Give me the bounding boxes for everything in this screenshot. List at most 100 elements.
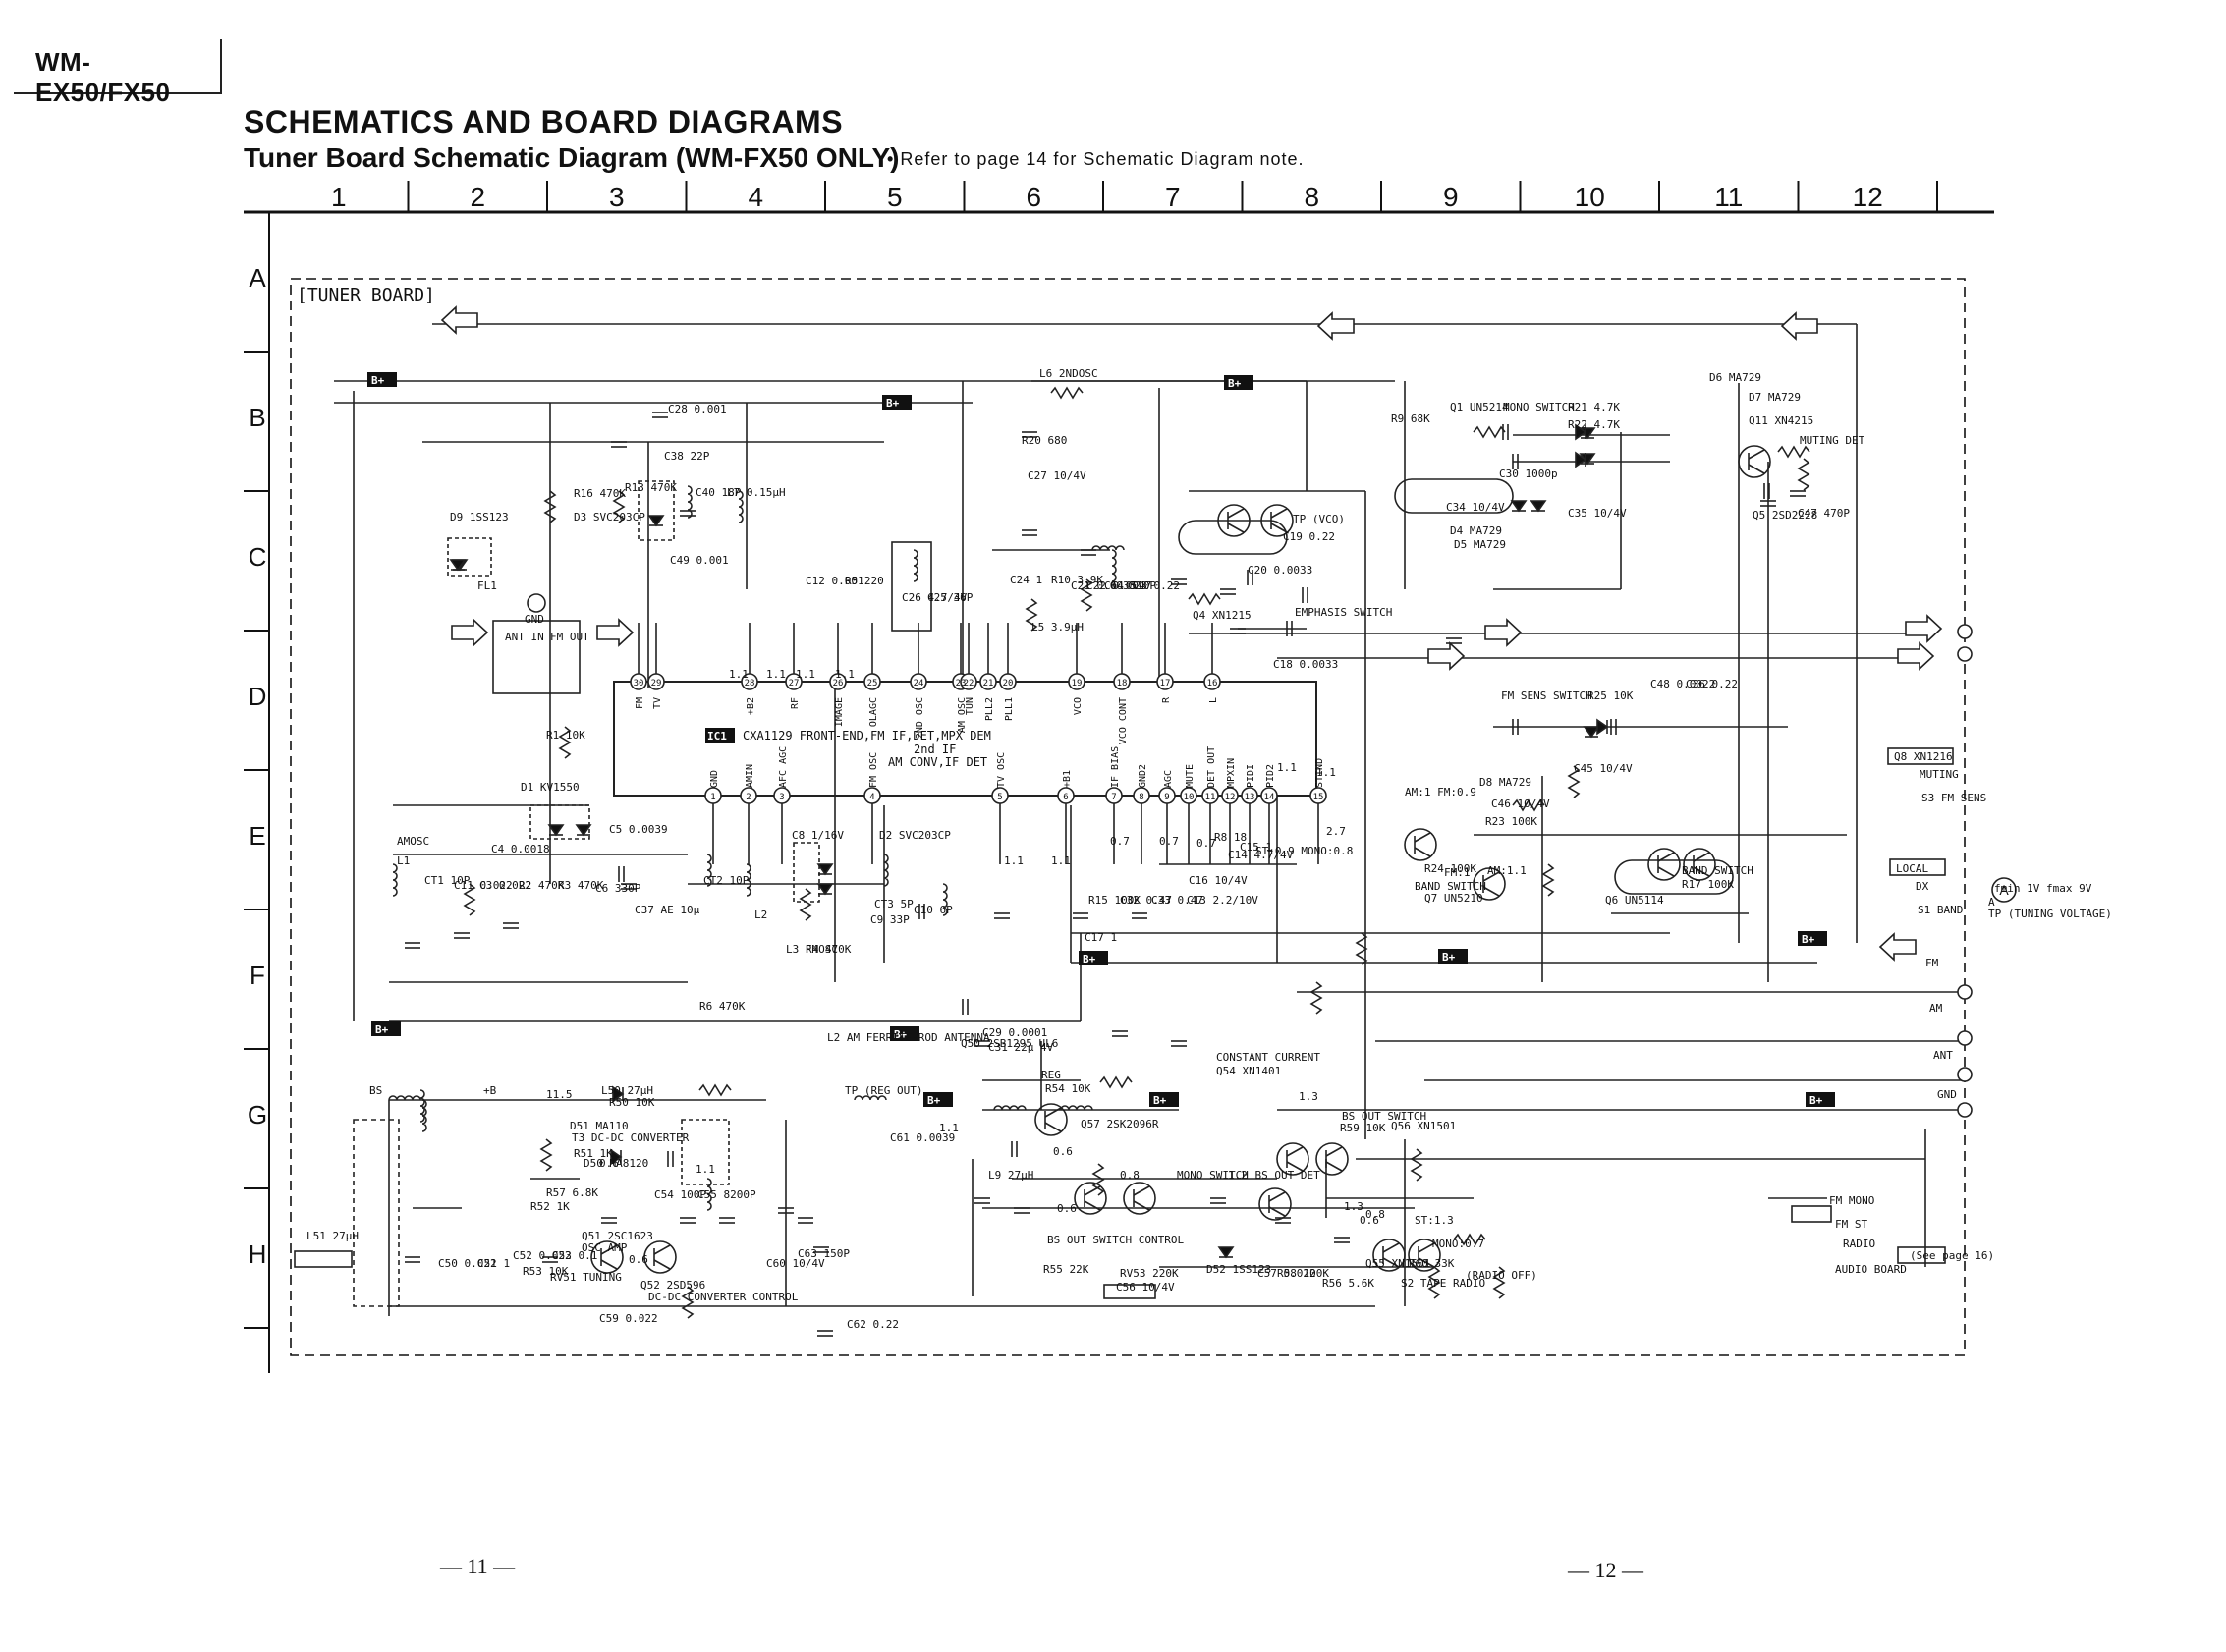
ic-pin-number: 4 — [869, 793, 874, 802]
voltage-annotation: 1.3 — [1344, 1200, 1363, 1213]
transistor-emitter — [600, 1259, 618, 1270]
voltage-annotation: 1.1 — [766, 668, 786, 681]
component-label: C50 0.022 — [438, 1257, 497, 1270]
component-label: C62 0.22 — [847, 1318, 899, 1331]
ic-pin-label: OLAGC — [868, 697, 879, 727]
ic-pin-label: VCO CONT — [1118, 697, 1129, 744]
s3-label-box — [1887, 747, 1954, 765]
voltage-annotation: ST:1.3 — [1415, 1214, 1454, 1227]
dual-transistor-package — [1178, 520, 1288, 555]
grid-col-label: 12 — [1853, 182, 1883, 212]
voltage-annotation: 0.7 — [1110, 835, 1130, 848]
ic-pin-bottom — [991, 787, 1009, 804]
page-subtitle: Tuner Board Schematic Diagram (WM-FX50 O… — [244, 142, 900, 173]
ic-pin-label: VCO — [1073, 697, 1084, 715]
ic-pin-label: TV — [652, 697, 663, 709]
component-label: Q57 2SK2096R — [1081, 1118, 1159, 1130]
dual-transistor-package — [1394, 478, 1514, 514]
d1-package — [529, 804, 590, 840]
component-label: D1 KV1550 — [521, 781, 580, 794]
resistor — [1473, 425, 1506, 439]
diode — [1530, 500, 1547, 513]
inductor — [1111, 549, 1117, 582]
ic-pin-number: 23 — [956, 679, 967, 688]
component-label: FM SENS SWITCH — [1501, 689, 1592, 702]
component-label: C22 0.0047 — [1086, 579, 1151, 592]
component-label: C63 150P — [798, 1247, 850, 1260]
connector-terminal — [1957, 646, 1973, 662]
ic-pin-label: MPXIN — [1226, 758, 1237, 788]
ic-pin-bottom — [704, 787, 722, 804]
component-label: D9 1SS123 — [450, 511, 509, 523]
component-label: BAND SWITCH — [1682, 864, 1753, 877]
component-label: Q52 2SD596 — [640, 1279, 705, 1292]
component-label: R24 100K — [1424, 862, 1476, 875]
d9-package — [447, 537, 492, 577]
component-label: D7 MA729 — [1749, 391, 1801, 404]
component-label: EMPHASIS SWITCH — [1295, 606, 1392, 619]
component-label: S1 BAND — [1918, 904, 1963, 916]
ic-pin-label: PLL2 — [984, 697, 995, 721]
component-label: TP (TUNING VOLTAGE) — [1988, 908, 2112, 920]
transistor-collector — [1227, 508, 1245, 519]
component-label: ANT IN — [505, 631, 544, 643]
inductor — [419, 1089, 425, 1123]
bplus-badge — [1438, 949, 1468, 964]
ic-pin-label: RF — [790, 697, 801, 709]
bplus-badge-text: B+ — [1153, 1094, 1167, 1107]
ic1-badge — [705, 728, 735, 743]
component-label: AMOSC — [397, 835, 429, 848]
ic-pin-top — [999, 673, 1017, 690]
bplus-badge — [1798, 931, 1827, 946]
s2-radio-box — [1897, 1246, 1946, 1264]
signal-arrow — [1427, 641, 1466, 671]
component-label: C54 100P — [654, 1188, 706, 1201]
resistor — [1099, 1075, 1133, 1089]
ic-pin-top — [829, 673, 847, 690]
ic-pin-label: PID2 — [1265, 764, 1276, 788]
component-label: TP (VCO) — [1293, 513, 1345, 525]
component-label: C12 0.001 — [806, 575, 864, 587]
transistor-emitter — [1693, 866, 1710, 877]
signal-arrow — [1780, 311, 1818, 341]
ic-pin-bottom — [740, 787, 757, 804]
component-label: FM MONO — [1829, 1194, 1874, 1207]
ic1-description-2: 2nd IF — [914, 743, 956, 756]
ic-pin-top — [910, 673, 927, 690]
component-label: C51 1 — [477, 1257, 510, 1270]
bplus-badge-text: B+ — [1809, 1094, 1823, 1107]
resistor — [681, 1286, 695, 1319]
voltage-annotation: 1.1 — [696, 1163, 715, 1176]
dual-transistor-package — [1614, 859, 1734, 895]
component-label: R50 10K — [609, 1096, 655, 1109]
grid-col-label: 9 — [1443, 182, 1459, 212]
ic-pin-label: IF BIAS — [1110, 746, 1121, 788]
component-label: (RADIO OFF) — [1466, 1269, 1537, 1282]
voltage-annotation: FM:1 — [1444, 866, 1471, 879]
t3-transformer — [681, 1119, 730, 1185]
voltage-annotation: 1.3 — [1299, 1090, 1318, 1103]
ic-pin-bottom — [1105, 787, 1123, 804]
component-label: C53 0.1 — [552, 1249, 597, 1262]
component-label: R1 10K — [546, 729, 585, 742]
ic-pin-number: 1 — [710, 793, 715, 802]
component-label: BS OUT SWITCH — [1342, 1110, 1426, 1123]
board-outline — [290, 278, 1966, 1356]
diode — [1217, 1246, 1235, 1259]
transistor-emitter — [653, 1259, 671, 1270]
transistor — [1408, 1239, 1441, 1272]
voltage-annotation: 0.8 — [1120, 1169, 1140, 1182]
grid-col-label: 11 — [1714, 182, 1743, 212]
inductor — [706, 1178, 712, 1211]
resistor — [799, 888, 812, 921]
diode — [547, 824, 565, 837]
component-label: C29 0.0001 — [982, 1026, 1047, 1039]
transistor — [1258, 1187, 1292, 1221]
component-label: R20 680 — [1022, 434, 1067, 447]
component-label: Q55 XN1501 — [1365, 1257, 1430, 1270]
resistor — [1188, 592, 1221, 606]
component-label: C19 0.22 — [1283, 530, 1335, 543]
diode — [575, 824, 592, 837]
transistor — [590, 1240, 624, 1274]
grid-row-label: G — [248, 1100, 267, 1129]
